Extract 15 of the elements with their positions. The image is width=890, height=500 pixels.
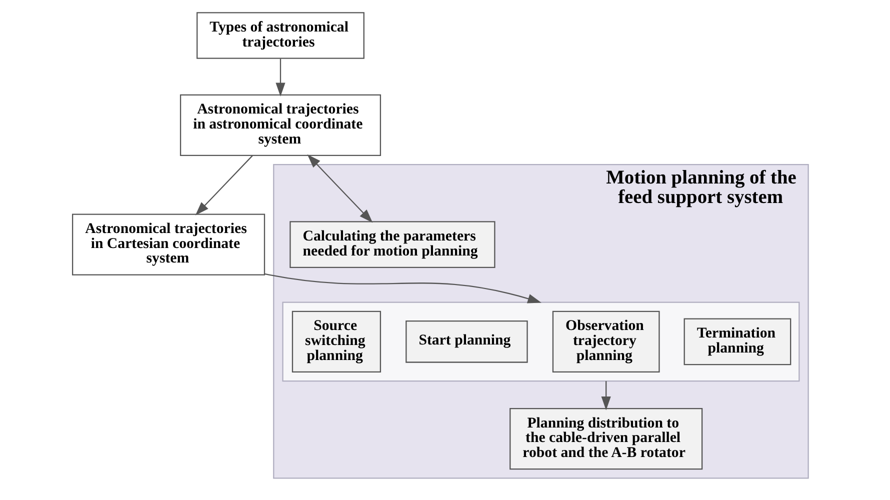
node-box: Planning distribution to the cable-driven parallel robot and the A-B rotator [510, 408, 703, 470]
arrow [264, 273, 542, 304]
node-box: Types of astronomical trajectories [196, 12, 364, 59]
cluster [282, 302, 800, 382]
node-box: Astronomical trajectories in Cartesian coordinate system [72, 214, 266, 276]
node-box: Observation trajectory planning [552, 310, 660, 373]
node-box: Start planning [406, 320, 528, 363]
node-box: Calculating the parameters needed for motion planning [290, 221, 496, 268]
node-box: Source switching planning [292, 310, 382, 373]
arrow [307, 154, 373, 223]
node-box: Astronomical trajectories in astronomical coordinate system [180, 94, 382, 156]
node-box: Termination planning [684, 318, 792, 366]
arrow [601, 381, 611, 410]
arrow [195, 155, 253, 216]
arrow [276, 58, 286, 96]
